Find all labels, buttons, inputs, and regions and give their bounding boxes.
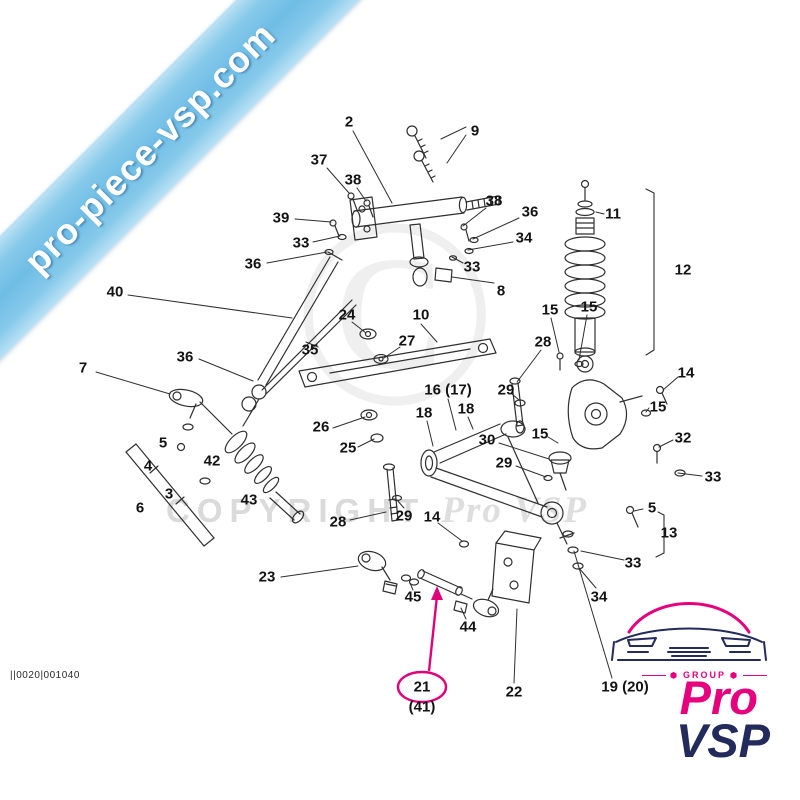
washers-33-34	[562, 530, 584, 570]
hex-nut-icon: ⬢	[730, 670, 739, 680]
copyright-brand: Pro VSP	[441, 490, 588, 531]
steering-rack-assembly	[349, 195, 500, 287]
leader-lines	[95, 126, 703, 684]
part-label-2: 2	[344, 113, 354, 131]
logo-pro: Pro	[679, 671, 758, 724]
part-label-11: 11	[605, 205, 621, 223]
hex-nut-icon: ⬢	[670, 670, 679, 680]
part-label-1920: 19 (20)	[601, 678, 649, 696]
part-label-45: 45	[404, 588, 422, 606]
part-label-40: 40	[106, 283, 124, 301]
part-label-29: 29	[395, 507, 413, 525]
part-label-41: (41)	[408, 698, 436, 716]
copyright-watermark: COPYRIGHT Pro VSP	[166, 489, 588, 532]
part-label-44: 44	[459, 618, 477, 636]
steering-column-shaft	[241, 251, 357, 427]
bolts-9	[406, 125, 436, 183]
car-icon	[611, 602, 767, 661]
group-rule-left	[642, 674, 666, 676]
bracket-22	[491, 530, 542, 604]
part-label-21: 21	[413, 678, 431, 696]
part-label-33: 33	[624, 554, 642, 572]
part-label-22: 22	[505, 683, 523, 701]
copyright-word: COPYRIGHT	[166, 492, 426, 529]
part-label-3: 3	[164, 485, 174, 503]
part-label-13: 13	[660, 524, 678, 542]
rack-boot	[199, 401, 305, 524]
fasteners-upper-left	[324, 192, 374, 256]
steering-link-assembly	[357, 550, 500, 618]
part-label-38: 38	[344, 171, 362, 189]
part-label-8: 8	[496, 282, 506, 300]
fasteners-upper-right	[448, 223, 479, 261]
part-label-7: 7	[78, 359, 88, 377]
steering-knuckle	[567, 379, 686, 528]
part-label-32: 32	[674, 429, 692, 447]
bolt-28-upper	[509, 377, 526, 427]
part-label-34: 34	[515, 229, 533, 247]
ball-joint-30	[543, 451, 572, 491]
logo-group-row: ⬢ GROUP ⬢	[642, 670, 767, 680]
part-label-10: 10	[412, 306, 430, 324]
part-label-25: 25	[339, 439, 357, 457]
gauge-strip-6	[125, 443, 215, 547]
part-label-43: 43	[240, 491, 258, 509]
callout-brackets	[645, 188, 665, 558]
part-label-4: 4	[143, 457, 153, 475]
part-label-9: 9	[470, 122, 480, 140]
part-label-35: 35	[301, 341, 319, 359]
part-label-36: 36	[176, 348, 194, 366]
part-label-33: 33	[292, 234, 310, 252]
lower-control-arm	[420, 420, 575, 545]
part-label-18: 18	[415, 404, 433, 422]
provsp-logo: ⬢ GROUP ⬢ Pro VSP	[598, 576, 786, 776]
part-label-18: 18	[457, 400, 475, 418]
part-label-33: 33	[704, 468, 722, 486]
part-label-36: 36	[521, 203, 539, 221]
part-label-5: 5	[158, 434, 168, 452]
part-label-30: 30	[478, 431, 496, 449]
part-label-15: 15	[531, 425, 549, 443]
group-label: GROUP	[682, 670, 726, 680]
part-label-34: 34	[590, 588, 608, 606]
part-label-37: 37	[310, 151, 328, 169]
part-label-33: 33	[463, 258, 481, 276]
part-label-14: 14	[423, 508, 441, 526]
part-label-29: 29	[495, 454, 513, 472]
highlight-arrow-line	[427, 595, 439, 672]
tie-rod-end-7	[168, 388, 211, 485]
bushings-spacers	[359, 328, 389, 443]
part-label-23: 23	[258, 568, 276, 586]
shock-absorber-12	[556, 179, 606, 373]
highlight-callout	[396, 586, 448, 704]
group-rule-right	[742, 674, 767, 676]
reinforcement-plate-10	[298, 338, 497, 388]
bolt-28-lower	[382, 463, 470, 548]
part-label-5: 5	[647, 499, 657, 517]
part-label-28: 28	[534, 333, 552, 351]
part-label-1617: 16 (17)	[424, 381, 472, 399]
part-label-36: 36	[244, 255, 262, 273]
part-label-27: 27	[398, 332, 416, 350]
catalog-code: ||0020|001040	[10, 670, 80, 681]
part-label-24: 24	[338, 306, 356, 324]
part-label-12: 12	[674, 261, 692, 279]
part-label-42: 42	[203, 452, 221, 470]
highlight-arrow-head	[431, 586, 443, 600]
highlight-ellipse	[396, 670, 448, 704]
part-label-14: 14	[677, 364, 695, 382]
part-label-29: 29	[497, 381, 515, 399]
part-label-28: 28	[329, 513, 347, 531]
part-label-38: 38	[485, 192, 503, 210]
part-label-6: 6	[135, 499, 145, 517]
part-label-15: 15	[580, 298, 598, 316]
part-label-15: 15	[541, 301, 559, 319]
part-label-15: 15	[649, 398, 667, 416]
part-label-39: 39	[272, 209, 290, 227]
logo-vsp: VSP	[675, 714, 770, 767]
part-label-26: 26	[312, 418, 330, 436]
